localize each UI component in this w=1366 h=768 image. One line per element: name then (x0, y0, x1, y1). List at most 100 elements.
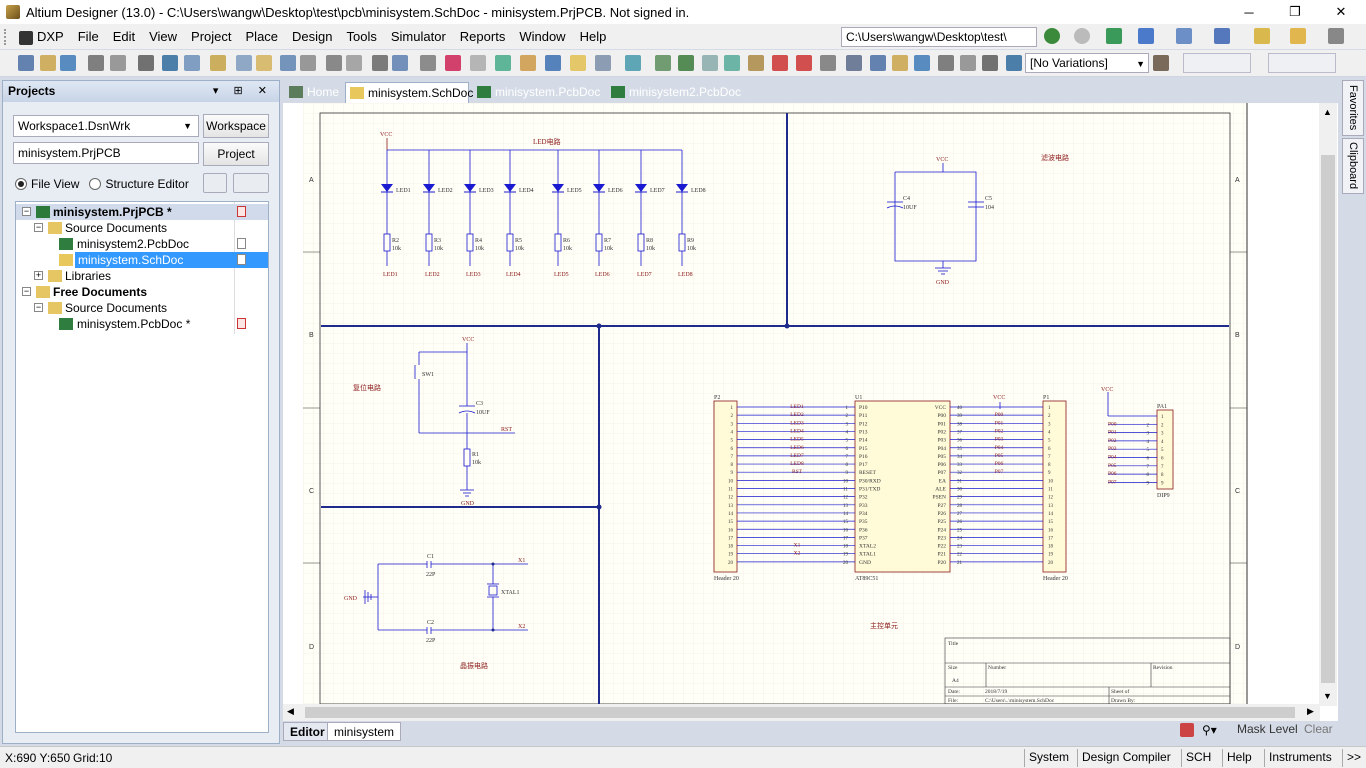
report-icon[interactable] (184, 55, 200, 71)
sch-button[interactable]: SCH (1181, 749, 1215, 767)
vcc-port-icon[interactable] (772, 55, 788, 71)
vertical-scrollbar[interactable]: ▲ ▼ (1319, 103, 1337, 706)
signal-harness-icon[interactable] (678, 55, 694, 71)
tree-item-libraries[interactable]: + Libraries (16, 268, 268, 284)
sheet-entry-icon[interactable] (846, 55, 862, 71)
tab-editor[interactable]: Editor (283, 722, 332, 741)
move-icon[interactable] (420, 55, 436, 71)
toolbar-combo-2[interactable] (1268, 53, 1336, 73)
toolbar-combo-1[interactable] (1183, 53, 1251, 73)
workspace-combo[interactable]: Workspace1.DsnWrk▼ (13, 115, 199, 137)
tab-minisystem[interactable]: minisystem (327, 722, 402, 741)
add-document-icon[interactable] (233, 173, 269, 193)
scroll-right-icon[interactable]: ▶ (1307, 706, 1314, 716)
component-tool-icon[interactable] (1254, 28, 1270, 44)
project-combo[interactable]: minisystem.PrjPCB (13, 142, 199, 164)
navigation-path-combo[interactable]: C:\Users\wangw\Desktop\test\ (841, 27, 1037, 47)
port-icon[interactable] (938, 55, 954, 71)
instruments-button[interactable]: Instruments (1264, 749, 1336, 767)
cross-probe-icon[interactable] (570, 55, 586, 71)
eraser-icon[interactable] (1180, 723, 1194, 737)
scroll-down-icon[interactable]: ▼ (1323, 691, 1332, 701)
wire-icon[interactable] (625, 55, 641, 71)
browse-icon[interactable] (162, 55, 178, 71)
print-preview-icon[interactable] (110, 55, 126, 71)
rubber-stamp-icon[interactable] (372, 55, 388, 71)
filter-icon[interactable]: ⚲▾ (1202, 723, 1217, 737)
tab-clipboard[interactable]: Clipboard (1342, 138, 1364, 194)
close-button[interactable]: ✕ (1318, 0, 1364, 24)
find-icon[interactable] (280, 55, 296, 71)
clear-filter-icon[interactable] (470, 55, 486, 71)
tab-pcbdoc-2[interactable]: minisystem2.PcbDoc (607, 82, 741, 103)
menu-edit[interactable]: Edit (112, 29, 136, 44)
harness-entry-icon[interactable] (914, 55, 930, 71)
menu-tools[interactable]: Tools (346, 29, 377, 44)
gnd-port-icon[interactable] (748, 55, 764, 71)
redo-icon[interactable] (520, 55, 536, 71)
tree-item-project[interactable]: − minisystem.PrjPCB * (16, 204, 268, 220)
deselect-icon[interactable] (445, 55, 461, 71)
part-icon[interactable] (796, 55, 812, 71)
tab-schdoc[interactable]: minisystem.SchDoc (345, 82, 473, 103)
bus-icon[interactable] (655, 55, 671, 71)
structure-editor-radio[interactable] (89, 178, 102, 190)
print-icon[interactable] (88, 55, 104, 71)
variations-combo[interactable]: [No Variations]▼ (1025, 53, 1149, 73)
file-view-radio[interactable] (15, 178, 27, 190)
menu-simulator[interactable]: Simulator (390, 29, 446, 44)
back-icon[interactable] (1044, 28, 1060, 44)
wire-tool-icon[interactable] (1138, 28, 1154, 44)
expand-icon[interactable]: + (34, 270, 43, 280)
net-label-icon[interactable] (724, 55, 740, 71)
no-erc-icon[interactable] (960, 55, 976, 71)
component-icon[interactable] (138, 55, 154, 71)
home-nav-icon[interactable] (1106, 28, 1122, 44)
tree-item-pcbdoc-2[interactable]: minisystem2.PcbDoc (16, 236, 268, 252)
refresh-tree-icon[interactable] (203, 173, 227, 193)
tab-pcbdoc[interactable]: minisystem.PcbDoc * (473, 82, 603, 119)
mask-level-button[interactable]: Mask Level (1237, 722, 1298, 736)
no-erc-directive-icon[interactable] (982, 55, 998, 71)
forward-icon[interactable] (1074, 28, 1090, 44)
panel-controls[interactable]: ▾ ⊞ ✕ (212, 85, 273, 97)
scroll-left-icon[interactable]: ◀ (287, 706, 294, 716)
workspace-button[interactable]: Workspace (203, 114, 269, 138)
help-button[interactable]: Help (1222, 749, 1256, 767)
clear-button[interactable]: Clear (1304, 722, 1333, 736)
undo-icon[interactable] (495, 55, 511, 71)
system-button[interactable]: System (1024, 749, 1073, 767)
collapse-icon[interactable]: − (34, 222, 43, 232)
align-tool-icon[interactable] (1176, 28, 1192, 44)
save-icon[interactable] (60, 55, 76, 71)
scroll-up-icon[interactable]: ▲ (1323, 107, 1332, 117)
horizontal-scroll-thumb[interactable] (305, 707, 1295, 718)
copy-icon[interactable] (326, 55, 342, 71)
collapse-icon[interactable]: − (22, 206, 31, 216)
schematic-canvas[interactable]: A B C D A B C D VCCLED1R210kLED1LED2R310… (283, 103, 1319, 704)
device-sheet-icon[interactable] (870, 55, 886, 71)
variant-manager-icon[interactable] (1153, 55, 1169, 71)
restore-button[interactable]: ❐ (1272, 0, 1318, 24)
paste-icon[interactable] (346, 55, 362, 71)
minimize-button[interactable]: ─ (1226, 0, 1272, 24)
menu-view[interactable]: View (149, 29, 178, 44)
browse-library-icon[interactable] (595, 55, 611, 71)
tab-favorites[interactable]: Favorites (1342, 80, 1364, 136)
project-button[interactable]: Project (203, 142, 269, 166)
tree-item-free-source-documents[interactable]: − Source Documents (16, 300, 268, 316)
shapes-tool-icon[interactable] (1290, 28, 1306, 44)
cut-icon[interactable] (300, 55, 316, 71)
grid-tool-icon[interactable] (1328, 28, 1344, 44)
collapse-icon[interactable]: − (34, 302, 43, 312)
menu-help[interactable]: Help (579, 29, 607, 44)
tree-item-pcbdoc[interactable]: minisystem.PcbDoc * (16, 316, 268, 332)
harness-connector-icon[interactable] (892, 55, 908, 71)
horizontal-scrollbar[interactable]: ◀ ▶ (283, 704, 1320, 721)
more-panels-button[interactable]: >> (1342, 749, 1365, 767)
zoom-area-icon[interactable] (236, 55, 252, 71)
sheet-symbol-icon[interactable] (820, 55, 836, 71)
menu-project[interactable]: Project (191, 29, 232, 44)
menu-dxp[interactable]: DXP (12, 24, 71, 49)
menu-window[interactable]: Window (519, 29, 566, 44)
